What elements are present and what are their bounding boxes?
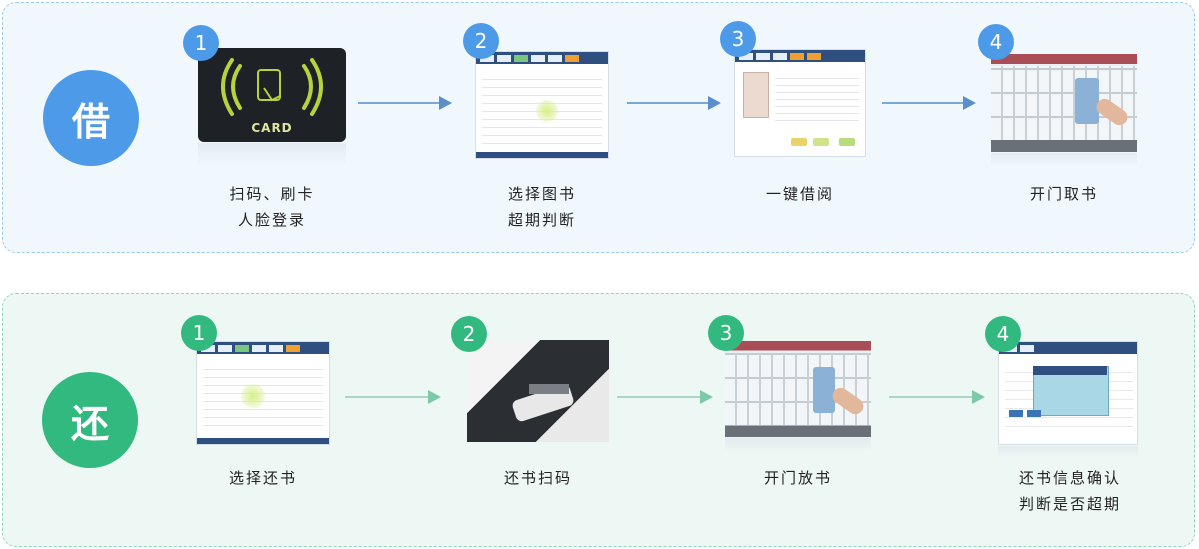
- borrow-step-2-line1: 选择图书: [507, 185, 576, 203]
- borrow-step-4-number: 4: [978, 24, 1014, 60]
- borrow-arrow-3: [882, 96, 976, 110]
- return-arrow-1: [345, 390, 441, 404]
- borrow-arrow-1: [358, 96, 452, 110]
- return-step-1-line1: 选择还书: [228, 469, 297, 487]
- scanning-photo: [467, 340, 609, 442]
- borrow-step-3-label: 一键借阅: [734, 181, 866, 207]
- borrow-step-1-number: 1: [183, 25, 219, 61]
- return-step-4-number: 4: [985, 316, 1021, 352]
- return-step-1-label: 选择还书: [196, 465, 330, 491]
- return-step-4-label: 还书信息确认 判断是否超期: [990, 465, 1150, 517]
- borrow-step-4-line1: 开门取书: [1029, 185, 1098, 203]
- return-step-2-label: 还书扫码: [467, 465, 609, 491]
- borrow-step-1-line2: 人脸登录: [237, 211, 306, 229]
- borrow-step-3-number: 3: [720, 21, 756, 57]
- return-arrow-2: [617, 390, 713, 404]
- borrow-step-1-label: 扫码、刷卡 人脸登录: [198, 181, 346, 233]
- return-badge: 还: [42, 372, 138, 468]
- card-reflection: [198, 143, 346, 167]
- card-image: CARD: [198, 48, 346, 142]
- door-photo-reflection: [991, 153, 1137, 167]
- return-step-2-number: 2: [451, 316, 487, 352]
- book-detail-screen: [734, 49, 866, 157]
- return-step-2-line1: 还书扫码: [503, 469, 572, 487]
- card-label: CARD: [251, 121, 293, 135]
- open-door-photo: [991, 54, 1137, 152]
- borrow-step-1-line1: 扫码、刷卡: [229, 185, 315, 203]
- book-list-screen: [475, 51, 609, 159]
- return-arrow-3: [889, 390, 985, 404]
- confirm-screen-reflection: [998, 446, 1138, 458]
- return-step-4-line1: 还书信息确认: [1018, 469, 1121, 487]
- borrow-step-2-number: 2: [463, 23, 499, 59]
- borrow-step-2-label: 选择图书 超期判断: [475, 181, 609, 233]
- return-step-3-label: 开门放书: [725, 465, 871, 491]
- nfc-card-icon: [221, 58, 323, 116]
- borrow-arrow-2: [627, 96, 721, 110]
- return-step-3-line1: 开门放书: [763, 469, 832, 487]
- put-book-reflection: [725, 438, 871, 452]
- return-step-1-number: 1: [181, 315, 217, 351]
- borrow-step-4-label: 开门取书: [991, 181, 1137, 207]
- borrow-step-3-line1: 一键借阅: [765, 185, 834, 203]
- return-list-screen: [196, 341, 330, 445]
- borrow-step-2-line2: 超期判断: [507, 211, 576, 229]
- borrow-badge: 借: [43, 70, 139, 166]
- put-book-photo: [725, 341, 871, 437]
- return-step-3-number: 3: [708, 315, 744, 351]
- return-step-4-line2: 判断是否超期: [1018, 495, 1121, 513]
- return-confirm-screen: [998, 341, 1138, 445]
